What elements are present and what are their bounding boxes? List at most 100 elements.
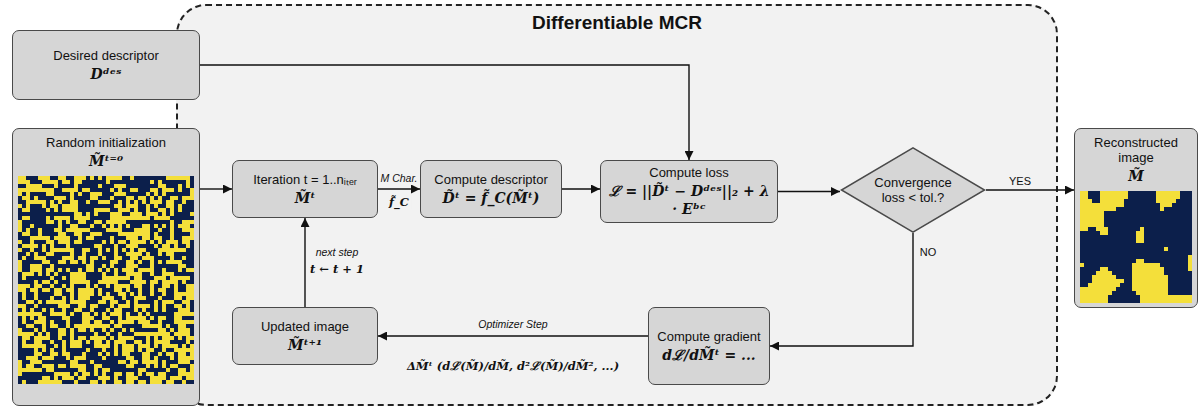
- pixel: [114, 324, 118, 328]
- pixel: [106, 188, 110, 192]
- pixel: [162, 268, 166, 272]
- pixel: [106, 340, 110, 344]
- pixel: [18, 320, 22, 324]
- pixel: [182, 324, 186, 328]
- pixel: [22, 344, 26, 348]
- pixel: [142, 232, 146, 236]
- pixel: [186, 296, 190, 300]
- pixel: [170, 268, 174, 272]
- pixel: [142, 208, 146, 212]
- pixel: [174, 232, 178, 236]
- pixel: [34, 200, 38, 204]
- process-box: Random initializationM̃ᵗ⁼⁰: [12, 128, 200, 406]
- pixel: [190, 228, 194, 232]
- pixel: [78, 232, 82, 236]
- pixel: [186, 352, 190, 356]
- pixel: [58, 240, 62, 244]
- pixel: [62, 304, 66, 308]
- pixel: [70, 228, 74, 232]
- pixel: [74, 284, 78, 288]
- pixel: [42, 332, 46, 336]
- pixel: [98, 332, 102, 336]
- pixel: [186, 332, 190, 336]
- pixel: [38, 316, 42, 320]
- pixel: [66, 260, 70, 264]
- pixel: [118, 260, 122, 264]
- pixel: [162, 308, 166, 312]
- pixel: [170, 184, 174, 188]
- pixel: [146, 216, 150, 220]
- pixel: [46, 244, 50, 248]
- pixel: [114, 192, 118, 196]
- pixel: [62, 216, 66, 220]
- pixel: [170, 300, 174, 304]
- pixel: [38, 328, 42, 332]
- pixel: [98, 256, 102, 260]
- pixel: [190, 180, 194, 184]
- pixel: [58, 204, 62, 208]
- pixel: [22, 268, 26, 272]
- pixel: [146, 252, 150, 256]
- pixel: [162, 208, 166, 212]
- pixel: [62, 352, 66, 356]
- pixel: [74, 296, 78, 300]
- pixel: [174, 340, 178, 344]
- pixel: [166, 288, 170, 292]
- pixel: [138, 336, 142, 340]
- pixel: [134, 248, 138, 252]
- pixel: [90, 272, 94, 276]
- pixel: [90, 216, 94, 220]
- pixel: [122, 236, 126, 240]
- pixel: [122, 188, 126, 192]
- pixel: [158, 284, 162, 288]
- pixel: [106, 192, 110, 196]
- pixel: [74, 260, 78, 264]
- pixel: [110, 264, 114, 268]
- pixel: [66, 344, 70, 348]
- pixel: [50, 180, 54, 184]
- pixel: [118, 228, 122, 232]
- pixel: [154, 224, 158, 228]
- pixel: [34, 208, 38, 212]
- pixel: [38, 256, 42, 260]
- pixel: [158, 244, 162, 248]
- pixel: [42, 308, 46, 312]
- pixel: [174, 228, 178, 232]
- pixel: [154, 288, 158, 292]
- pixel: [110, 224, 114, 228]
- pixel: [86, 300, 90, 304]
- pixel: [162, 220, 166, 224]
- pixel: [22, 304, 26, 308]
- pixel: [110, 180, 114, 184]
- pixel: [86, 260, 90, 264]
- pixel: [130, 340, 134, 344]
- pixel: [42, 288, 46, 292]
- pixel: [102, 232, 106, 236]
- pixel: [178, 256, 182, 260]
- pixel: [178, 252, 182, 256]
- pixel: [126, 240, 130, 244]
- pixel: [34, 272, 38, 276]
- pixel: [162, 312, 166, 316]
- pixel: [62, 256, 66, 260]
- pixel: [30, 216, 34, 220]
- pixel: [126, 180, 130, 184]
- pixel: [18, 292, 22, 296]
- pixel: [34, 216, 38, 220]
- pixel: [122, 184, 126, 188]
- pixel: [18, 316, 22, 320]
- pixel: [126, 220, 130, 224]
- pixel: [34, 348, 38, 352]
- pixel: [126, 272, 130, 276]
- pixel: [146, 228, 150, 232]
- pixel: [46, 236, 50, 240]
- pixel: [142, 256, 146, 260]
- pixel: [62, 204, 66, 208]
- pixel: [98, 228, 102, 232]
- pixel: [106, 272, 110, 276]
- pixel: [182, 348, 186, 352]
- pixel: [94, 252, 98, 256]
- pixel: [146, 248, 150, 252]
- pixel: [70, 196, 74, 200]
- pixel: [110, 292, 114, 296]
